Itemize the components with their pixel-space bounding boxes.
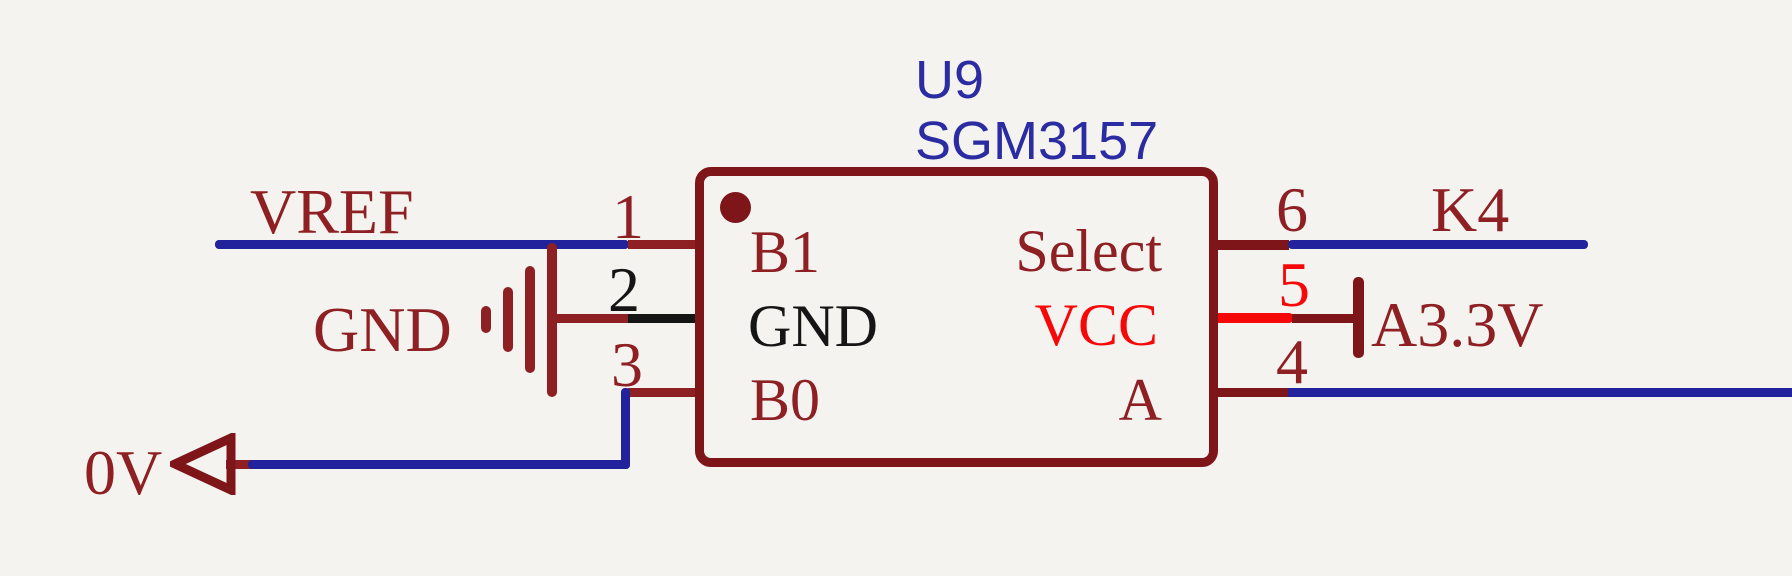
pin-name-b1: B1 (750, 219, 821, 285)
ic-part-number: SGM3157 (915, 111, 1159, 171)
pin1-indicator-dot (720, 192, 751, 223)
ground-bar-3 (503, 287, 513, 352)
zero-volt-wire (248, 460, 630, 469)
net-label-vref: VREF (250, 176, 414, 247)
ground-bar-2 (525, 266, 535, 373)
pin-number-6: 6 (1276, 174, 1308, 245)
pin3-vertical-wire (621, 388, 630, 469)
pin-name-a: A (1118, 367, 1162, 433)
pin-name-gnd: GND (748, 293, 878, 359)
pin-number-5: 5 (1278, 249, 1310, 320)
pin-name-vcc: VCC (1034, 292, 1158, 358)
pin-number-2: 2 (608, 254, 640, 325)
net-label-gnd: GND (313, 294, 452, 365)
ic-designator: U9 (915, 50, 985, 110)
pin-number-1: 1 (612, 181, 644, 252)
pin-name-b0: B0 (750, 367, 821, 433)
gnd-wire (551, 314, 631, 323)
ground-bar-4 (481, 306, 491, 333)
ground-bar-1 (547, 243, 557, 397)
ground-symbol-icon (481, 243, 561, 397)
pin4-wire (1288, 388, 1792, 397)
ic-body-outline (695, 167, 1218, 467)
port-arrow-icon (170, 433, 236, 495)
pin2-stub (628, 314, 704, 323)
pin-name-select: Select (1015, 218, 1162, 284)
net-label-0v: 0V (84, 437, 163, 508)
pin-number-3: 3 (611, 329, 643, 400)
pin1-stub (628, 240, 704, 249)
net-label-k4: K4 (1431, 174, 1510, 245)
pin5-stub (1209, 313, 1294, 323)
pin-number-4: 4 (1276, 326, 1308, 397)
k4-wire (1288, 240, 1588, 249)
net-label-a3v3: A3.3V (1371, 289, 1544, 360)
power-rail-bar-icon (1353, 277, 1364, 358)
zero-volt-stub (226, 460, 256, 469)
pin6-stub (1209, 240, 1289, 250)
a3v3-wire (1292, 314, 1358, 323)
pin3-stub (628, 388, 704, 397)
vref-wire (215, 240, 629, 249)
pin4-stub (1209, 388, 1289, 397)
